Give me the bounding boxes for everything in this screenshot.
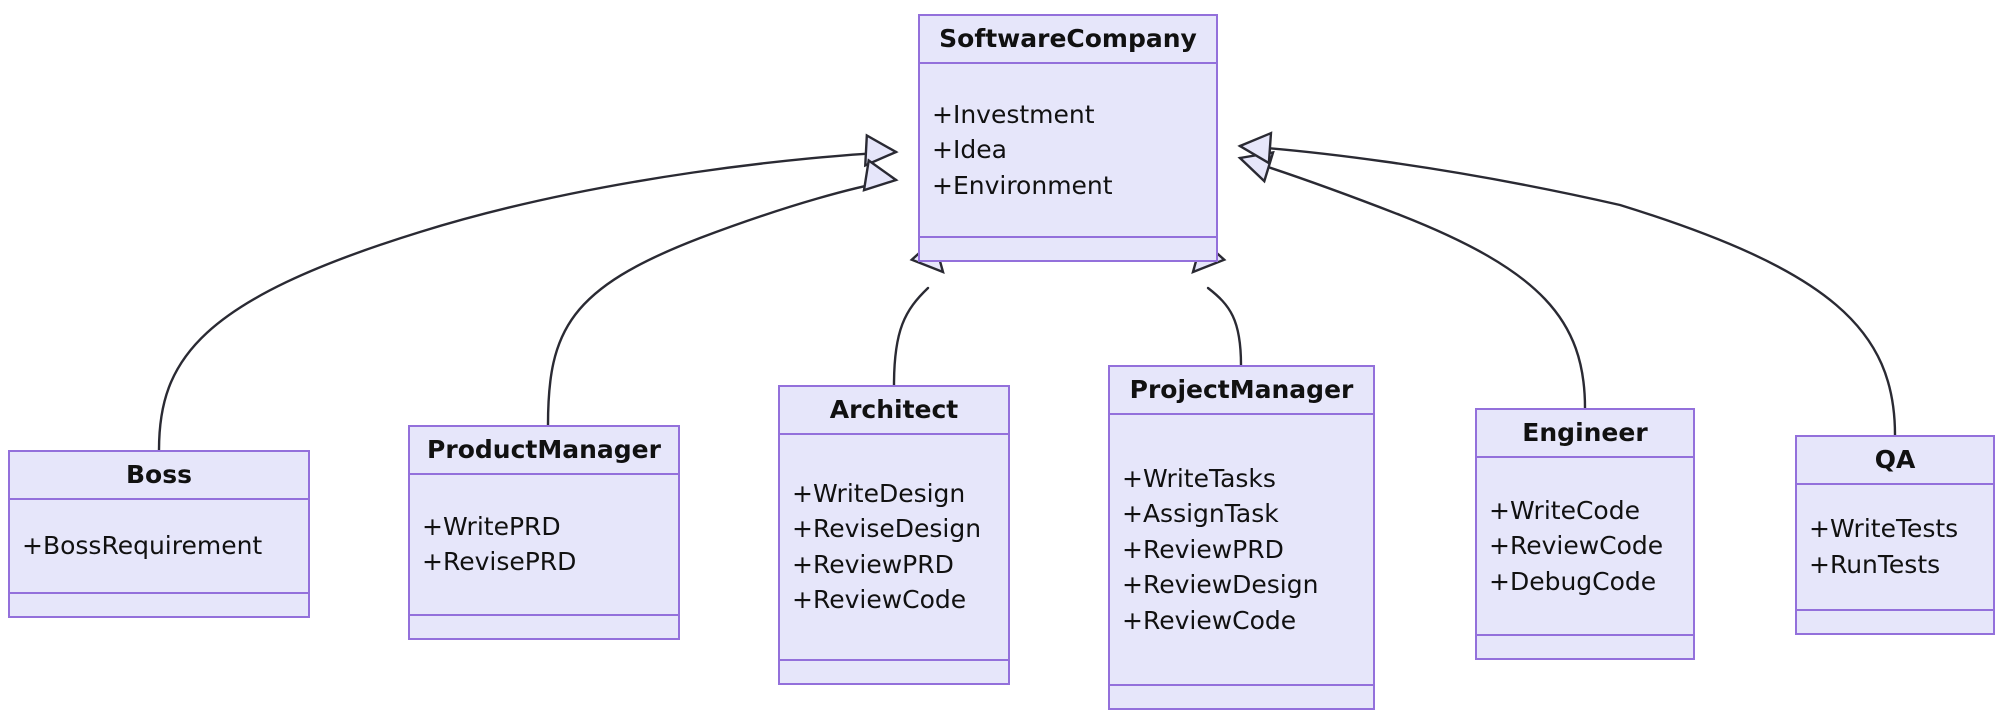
- generalization-arrowhead-icon: [1237, 150, 1275, 184]
- class-name-software-company: SoftwareCompany: [920, 16, 1216, 64]
- class-members-architect: +WriteDesign +ReviseDesign +ReviewPRD +Revi…: [780, 435, 1008, 661]
- class-member: +AssignTask: [1122, 499, 1279, 528]
- uml-class-product-manager[interactable]: ProductManager +WritePRD +RevisePRD: [408, 425, 680, 640]
- class-member: +DebugCode: [1489, 566, 1657, 596]
- uml-class-boss[interactable]: Boss +BossRequirement: [8, 450, 310, 618]
- class-members-project-manager: +WriteTasks +AssignTask +ReviewPRD +ReviewD…: [1110, 415, 1373, 686]
- class-operations-architect: [780, 661, 1008, 683]
- class-member: +Investment: [932, 99, 1095, 129]
- class-member: +ReviewDesign: [1122, 570, 1319, 599]
- class-member: +ReviseDesign: [792, 514, 982, 544]
- class-member: +WriteTests: [1809, 514, 1959, 544]
- class-name-product-manager: ProductManager: [410, 427, 678, 475]
- edge-architect-to-software-company: [892, 286, 930, 387]
- generalization-arrowhead-icon: [862, 158, 899, 192]
- class-name-architect: Architect: [780, 387, 1008, 435]
- class-member: +BossRequirement: [22, 531, 263, 560]
- class-members-qa: +WriteTests +RunTests: [1797, 485, 1993, 611]
- class-operations-product-manager: [410, 616, 678, 638]
- class-member: +WriteDesign: [792, 478, 966, 508]
- uml-class-engineer[interactable]: Engineer +WriteCode +ReviewCode +DebugCode: [1475, 408, 1695, 660]
- class-members-engineer: +WriteCode +ReviewCode +DebugCode: [1477, 458, 1693, 636]
- class-operations-qa: [1797, 611, 1993, 633]
- class-members-product-manager: +WritePRD +RevisePRD: [410, 475, 678, 616]
- generalization-arrowhead-icon: [863, 133, 899, 168]
- class-member: +WriteTasks: [1122, 463, 1276, 493]
- class-member: +ReviewPRD: [1122, 534, 1284, 564]
- class-members-boss: +BossRequirement: [10, 500, 308, 594]
- class-member: +Idea: [932, 135, 1007, 164]
- class-operations-software-company: [920, 238, 1216, 260]
- class-member: +ReviewPRD: [792, 549, 954, 579]
- class-member: +WriteCode: [1489, 495, 1640, 525]
- class-operations-boss: [10, 594, 308, 616]
- class-name-engineer: Engineer: [1477, 410, 1693, 458]
- class-member: +ReviewCode: [1489, 531, 1664, 560]
- class-member: +ReviewCode: [792, 585, 967, 615]
- class-name-boss: Boss: [10, 452, 308, 500]
- edge-project-manager-to-software-company: [1206, 286, 1243, 367]
- class-member: +RunTests: [1809, 549, 1941, 579]
- class-member: +Environment: [932, 170, 1113, 200]
- class-name-qa: QA: [1797, 437, 1993, 485]
- uml-class-project-manager[interactable]: ProjectManager +WriteTasks +AssignTask +Rev…: [1108, 365, 1375, 710]
- class-member: +ReviewCode: [1122, 605, 1297, 635]
- class-operations-engineer: [1477, 636, 1693, 658]
- class-operations-project-manager: [1110, 686, 1373, 708]
- generalization-arrowhead-icon: [1237, 131, 1273, 166]
- class-name-project-manager: ProjectManager: [1110, 367, 1373, 415]
- class-members-software-company: +Investment +Idea +Environment: [920, 64, 1216, 238]
- class-member: +RevisePRD: [422, 547, 577, 577]
- class-member: +WritePRD: [422, 511, 561, 541]
- uml-class-architect[interactable]: Architect +WriteDesign +ReviseDesign +Revie…: [778, 385, 1010, 685]
- uml-class-qa[interactable]: QA +WriteTests +RunTests: [1795, 435, 1995, 635]
- uml-class-software-company[interactable]: SoftwareCompany +Investment +Idea +Environm…: [918, 14, 1218, 262]
